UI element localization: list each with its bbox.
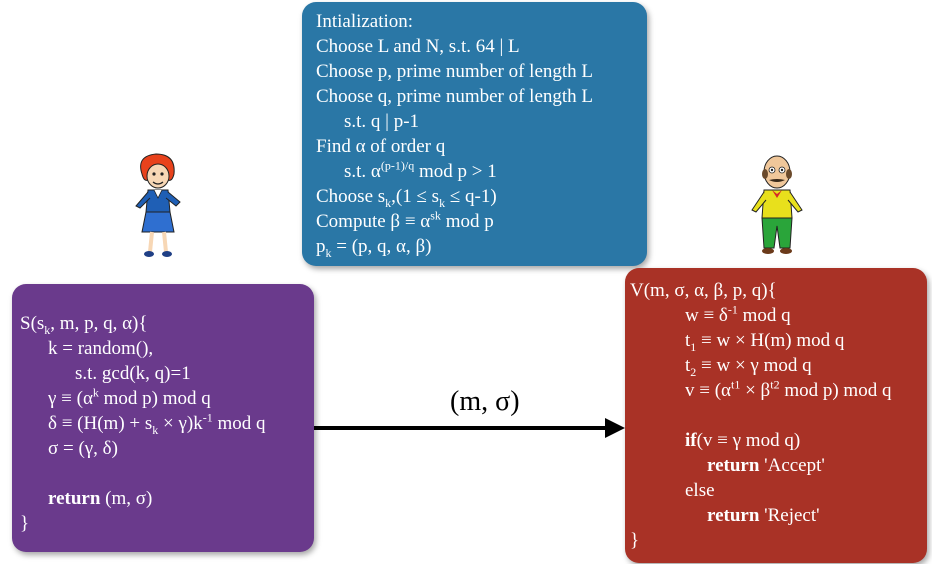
init-line: Choose p, prime number of length L (316, 61, 594, 82)
sign-line: S(sk, m, p, q, α){ (20, 313, 148, 337)
verify-line: return 'Reject' (707, 505, 820, 526)
bob-figure-icon (751, 155, 803, 254)
arrow-label: (m, σ) (450, 386, 520, 417)
init-line: s.t. α(p-1)/q mod p > 1 (344, 158, 497, 182)
init-line: Choose L and N, s.t. 64 | L (316, 36, 520, 57)
verify-line: t1 ≡ w × H(m) mod q (685, 330, 845, 354)
verify-line: V(m, σ, α, β, p, q){ (630, 280, 777, 301)
sign-line: σ = (γ, δ) (48, 438, 118, 459)
init-line: s.t. q | p-1 (344, 111, 420, 132)
verify-line: t2 ≡ w × γ mod q (685, 355, 812, 379)
verify-function-box: V(m, σ, α, β, p, q){ w ≡ δ-1 mod q t1 ≡ … (625, 268, 927, 563)
arrowhead-icon (605, 418, 625, 438)
verify-line: return 'Accept' (707, 455, 825, 476)
init-title: Intialization: (316, 11, 414, 32)
initialization-box: Intialization: Choose L and N, s.t. 64 |… (302, 2, 647, 266)
init-line: Choose q, prime number of length L (316, 86, 594, 107)
sign-line: k = random(), (48, 338, 154, 359)
verify-line: } (630, 530, 640, 551)
init-line: pk = (p, q, α, β) (316, 236, 432, 260)
verify-line: v ≡ (αt1 × βt2 mod p) mod q (685, 377, 892, 401)
sign-line: s.t. gcd(k, q)=1 (75, 363, 191, 384)
sign-line: } (20, 513, 30, 534)
sign-line: δ ≡ (H(m) + sk × γ)k-1 mod q (48, 410, 266, 437)
sign-function-box: S(sk, m, p, q, α){ k = random(), s.t. gc… (12, 284, 314, 552)
sign-line: return (m, σ) (48, 488, 153, 509)
verify-line: if(v ≡ γ mod q) (685, 430, 801, 451)
verify-line: else (685, 480, 715, 501)
sign-line: γ ≡ (αk mod p) mod q (48, 385, 211, 409)
init-line: Choose sk,(1 ≤ sk ≤ q-1) (316, 186, 497, 210)
init-line: Find α of order q (316, 136, 446, 157)
init-line: Compute β ≡ αsk mod p (316, 208, 494, 232)
alice-figure-icon (135, 153, 181, 257)
verify-line: w ≡ δ-1 mod q (685, 302, 791, 326)
